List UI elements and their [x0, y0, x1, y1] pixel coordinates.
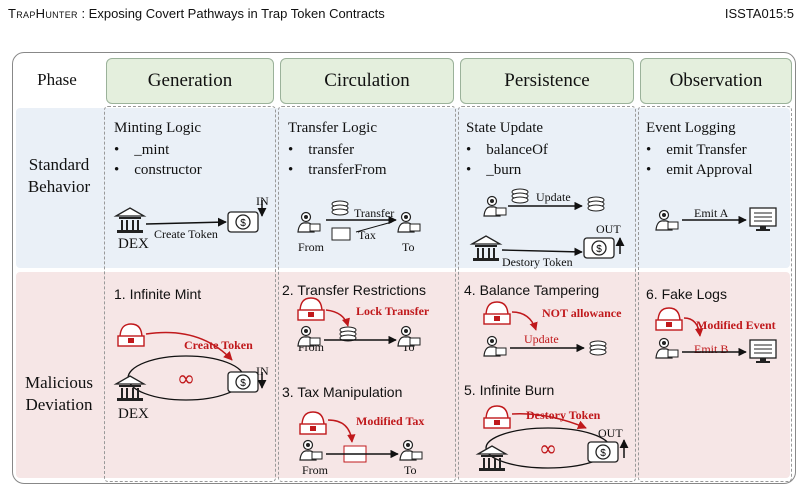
std-circ-transfer: Transfer — [354, 206, 395, 220]
std-pers-out: OUT — [596, 222, 621, 236]
col-circulation-box — [278, 106, 456, 482]
mal-gen-in: IN — [256, 364, 269, 378]
std-gen-title: Minting Logic — [114, 120, 202, 136]
std-circ-item2: • transferFrom — [288, 162, 387, 178]
mal-pers-notallow: NOT allowance — [542, 306, 622, 320]
figure-frame — [12, 52, 796, 484]
header-phase: Phase — [37, 70, 77, 89]
standard-band — [16, 108, 790, 268]
mal-circ-lock: Lock Transfer — [356, 304, 430, 318]
col-generation-box — [104, 106, 276, 482]
std-circ-title: Transfer Logic — [288, 120, 378, 136]
mal-pers-title2: 5. Infinite Burn — [464, 382, 555, 398]
mal-gen-create: Create Token — [184, 338, 253, 352]
mal-gen-dex: DEX — [118, 406, 149, 422]
std-obs-emit: Emit A — [694, 206, 729, 220]
std-circ-item1: • transfer — [288, 142, 355, 158]
std-obs-item1: • emit Transfer — [646, 142, 747, 158]
header-persistence: Persistence — [460, 58, 634, 104]
mal-pers-update: Update — [524, 332, 559, 346]
header-generation: Generation — [106, 58, 274, 104]
mal-circ-modtax: Modified Tax — [356, 414, 425, 428]
running-header-title: TrapHunter : Exposing Covert Pathways in… — [8, 6, 385, 21]
std-gen-item1: • _mint — [114, 142, 170, 158]
col-observation-box — [638, 106, 792, 482]
title-smallcaps: TrapHunter — [8, 6, 78, 21]
std-gen-arrow-label: Create Token — [154, 227, 218, 241]
malicious-band — [16, 272, 790, 478]
std-gen-item2: • constructor — [114, 162, 202, 178]
mal-pers-out: OUT — [598, 426, 623, 440]
mal-pers-destroy: Destory Token — [526, 408, 601, 422]
header-circulation: Circulation — [280, 58, 454, 104]
mal-circ-title2: 3. Tax Manipulation — [282, 384, 403, 400]
std-obs-item2: • emit Approval — [646, 162, 753, 178]
mal-circ-from2: From — [302, 463, 329, 477]
std-circ-to: To — [402, 240, 415, 254]
std-pers-item2: • _burn — [466, 162, 522, 178]
mal-circ-to2: To — [404, 463, 417, 477]
svg-text:∞: ∞ — [177, 367, 195, 392]
mal-circ-title1: 2. Transfer Restrictions — [282, 282, 426, 298]
mal-pers-title1: 4. Balance Tampering — [464, 282, 600, 298]
mal-gen-title: 1. Infinite Mint — [114, 286, 202, 302]
std-circ-tax: Tax — [358, 228, 376, 242]
mal-obs-title: 6. Fake Logs — [646, 286, 727, 302]
std-pers-destroy: Destory Token — [502, 255, 573, 269]
svg-text:∞: ∞ — [539, 437, 557, 462]
col-persistence-box — [458, 106, 636, 482]
std-pers-update: Update — [536, 190, 571, 204]
title-rest: : Exposing Covert Pathways in Trap Token… — [77, 6, 385, 21]
mal-obs-modevent: Modified Event — [696, 318, 776, 332]
std-obs-title: Event Logging — [646, 120, 736, 136]
header-observation: Observation — [640, 58, 792, 104]
std-circ-from: From — [298, 240, 325, 254]
std-pers-item1: • balanceOf — [466, 142, 548, 158]
running-header-code: ISSTA015:5 — [724, 6, 794, 21]
std-gen-dex: DEX — [118, 236, 149, 252]
std-pers-title: State Update — [466, 120, 544, 136]
